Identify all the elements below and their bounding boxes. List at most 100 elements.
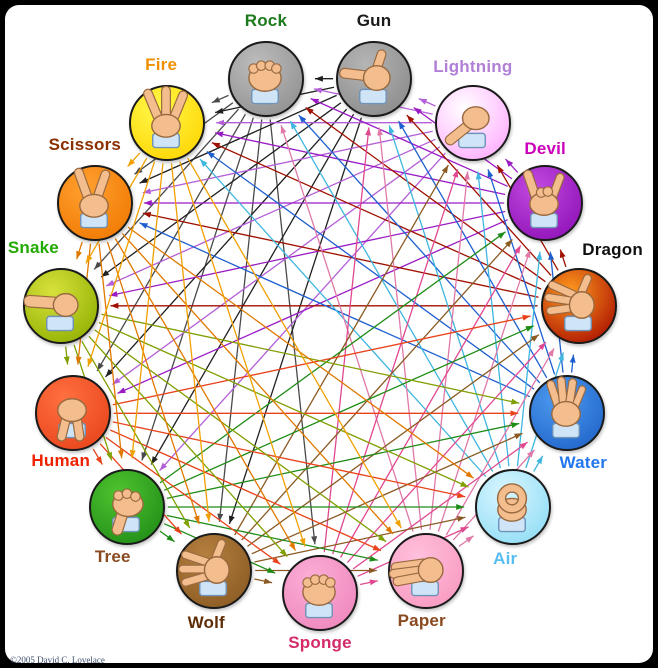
arrow-water-beats-lightning xyxy=(487,169,556,375)
arrow-lightning-beats-tree xyxy=(159,152,446,472)
arrow-snake-beats-human xyxy=(63,346,70,365)
arrow-air-beats-devil xyxy=(516,251,543,467)
arrow-air-beats-gun xyxy=(388,125,502,469)
human-hand-icon xyxy=(56,398,87,442)
label-snake: Snake xyxy=(7,237,59,257)
label-fire: Fire xyxy=(145,54,178,74)
water-hand-icon xyxy=(546,376,587,439)
label-tree: Tree xyxy=(94,546,131,566)
lightning-hand-icon xyxy=(444,105,490,148)
label-paper: Paper xyxy=(397,610,446,630)
node-wolf xyxy=(176,532,253,609)
devil-hand-icon xyxy=(523,169,565,229)
arrow-rock-beats-fire xyxy=(211,94,229,104)
arrow-devil-beats-fire xyxy=(214,131,506,196)
arrow-fire-beats-sponge xyxy=(179,161,306,547)
arrow-paper-beats-lightning xyxy=(429,171,470,530)
arrow-rock-beats-human xyxy=(96,113,246,372)
arrow-lightning-beats-gun xyxy=(418,98,436,107)
arrow-scissors-beats-sponge xyxy=(114,238,297,551)
arrow-snake-beats-air xyxy=(98,321,469,488)
arrow-scissors-beats-tree xyxy=(98,243,124,459)
label-lightning: Lightning xyxy=(433,56,513,76)
node-scissors xyxy=(56,165,133,241)
arrow-water-beats-rock xyxy=(298,114,541,384)
node-fire xyxy=(129,84,206,161)
arrow-paper-beats-air xyxy=(458,535,474,547)
arrow-human-beats-sponge xyxy=(105,436,281,565)
arrow-fire-beats-wolf xyxy=(170,163,212,522)
arrow-rock-beats-wolf xyxy=(217,119,263,522)
arrow-human-beats-dragon xyxy=(112,314,531,406)
arrow-gun-beats-snake xyxy=(100,102,342,278)
label-sponge: Sponge xyxy=(288,633,352,652)
node-gun xyxy=(336,40,413,117)
copyright-text: ©2005 David C. Lovelace xyxy=(10,655,105,665)
label-rock: Rock xyxy=(244,10,288,30)
label-water: Water xyxy=(559,453,608,473)
arrow-wolf-beats-lightning xyxy=(234,164,449,536)
arrow-dragon-beats-scissors xyxy=(142,211,539,298)
arrow-wolf-beats-water xyxy=(251,432,523,555)
node-rock xyxy=(227,40,304,117)
sponge-hand-icon xyxy=(302,574,336,619)
arrow-fire-beats-human xyxy=(87,161,156,367)
arrow-tree-beats-devil xyxy=(159,231,506,484)
dragon-hand-icon xyxy=(543,273,595,332)
arrow-scissors-beats-paper xyxy=(121,233,394,535)
node-tree xyxy=(88,468,165,545)
arrow-fire-beats-tree xyxy=(129,163,164,459)
arrow-devil-beats-human xyxy=(117,219,508,394)
arrow-dragon-beats-fire xyxy=(211,142,542,290)
arrow-tree-beats-paper xyxy=(166,514,378,562)
node-paper xyxy=(387,532,464,609)
paper-hand-icon xyxy=(388,556,444,596)
arrow-gun-beats-wolf xyxy=(228,117,363,525)
arrow-lightning-beats-snake xyxy=(105,138,436,287)
arrow-water-beats-scissors xyxy=(139,222,531,398)
arrow-dragon-beats-devil xyxy=(559,249,567,268)
arrow-snake-beats-wolf xyxy=(81,340,191,529)
arrow-dragon-beats-rock xyxy=(305,106,546,283)
arrow-fire-beats-paper xyxy=(187,157,402,529)
node-air xyxy=(475,468,552,545)
node-lightning xyxy=(434,84,511,161)
arrow-tree-beats-wolf xyxy=(159,530,175,543)
fire-hand-icon xyxy=(143,85,189,148)
diagram-canvas xyxy=(5,5,653,663)
arrow-human-beats-paper xyxy=(109,429,382,552)
arrow-wolf-beats-sponge xyxy=(254,578,273,585)
rock-hand-icon xyxy=(248,60,282,104)
arrow-scissors-beats-snake xyxy=(75,241,83,260)
arrow-devil-beats-lightning xyxy=(505,158,519,173)
node-dragon xyxy=(540,267,617,344)
arrow-tree-beats-dragon xyxy=(163,325,535,491)
arrow-human-beats-air xyxy=(112,421,466,499)
label-human: Human xyxy=(31,451,91,471)
arrow-lightning-beats-scissors xyxy=(142,130,433,195)
arrow-snake-beats-sponge xyxy=(88,335,288,558)
arrow-sponge-beats-devil xyxy=(339,245,522,558)
gun-hand-icon xyxy=(339,49,391,104)
node-devil xyxy=(507,165,584,241)
label-dragon: Dragon xyxy=(582,239,643,259)
arrow-sponge-beats-paper xyxy=(359,579,378,586)
node-snake xyxy=(23,267,100,344)
wolf-hand-icon xyxy=(178,538,231,596)
arrow-sponge-beats-water xyxy=(352,441,528,570)
label-wolf: Wolf xyxy=(187,612,225,632)
arrow-paper-beats-dragon xyxy=(445,347,555,536)
arrow-human-beats-tree xyxy=(92,448,103,465)
arrow-dragon-beats-gun xyxy=(406,114,552,276)
arrow-fire-beats-scissors xyxy=(127,152,141,168)
tree-hand-icon xyxy=(111,488,144,536)
node-sponge xyxy=(282,555,358,631)
scissors-hand-icon xyxy=(73,167,111,229)
arrow-wolf-beats-dragon xyxy=(247,334,540,547)
arrow-water-beats-dragon xyxy=(569,354,576,373)
arrow-paper-beats-devil xyxy=(437,249,531,532)
arrow-water-beats-gun xyxy=(398,120,548,379)
arrow-snake-beats-water xyxy=(101,313,520,405)
arrow-scissors-beats-air xyxy=(127,226,474,479)
